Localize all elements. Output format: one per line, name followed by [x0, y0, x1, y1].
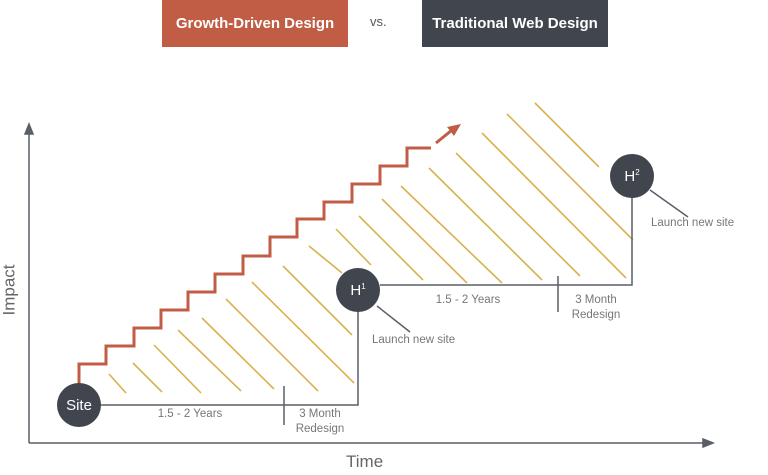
growth-arrow-icon [447, 124, 461, 136]
hatch-line [481, 132, 627, 279]
redesign-label-1-line1: 3 Month [299, 408, 341, 420]
y-axis-label: Impact [0, 264, 19, 316]
redesign-label-2-line1: 3 Month [575, 294, 617, 306]
site-node: Site [57, 383, 101, 427]
h1-label: H [350, 281, 362, 299]
site-node-label: Site [66, 396, 92, 414]
h2-label: H [624, 167, 636, 185]
growth-arrow-shaft [435, 128, 453, 145]
y-axis-arrow-icon [23, 121, 35, 135]
hatch-line [428, 167, 543, 281]
hatch-line [400, 185, 503, 284]
hatch-line [335, 228, 372, 266]
growth-staircase [77, 146, 431, 385]
h1-superscript: 1 [361, 281, 366, 291]
hatch-line [282, 265, 353, 336]
hatch-line [251, 281, 355, 384]
traditional-path-1 [100, 310, 359, 406]
hatch-line [201, 317, 275, 390]
hatch-line [506, 113, 634, 241]
traditional-path-2 [380, 196, 633, 286]
h2-superscript: 2 [635, 167, 640, 177]
redesign-label-2-line2: Redesign [571, 309, 621, 321]
period-label-1: 1.5 - 2 Years [157, 408, 223, 420]
traditional-web-design-label: Traditional Web Design [422, 0, 608, 47]
launch-pointer-1 [376, 305, 411, 333]
hatch-line [534, 102, 600, 168]
hatch-line [132, 362, 163, 393]
x-axis-arrow-icon [702, 437, 716, 449]
hatch-line [108, 373, 127, 394]
hatch-line [455, 152, 581, 277]
hatch-line [381, 198, 468, 284]
hatch-line [153, 344, 202, 394]
hatch-line [308, 245, 343, 274]
launch-pointer-2 [649, 189, 689, 218]
hatch-line [358, 215, 424, 281]
x-axis-label: Time [346, 452, 384, 471]
growth-driven-design-label: Growth-Driven Design [162, 0, 348, 47]
hatch-line [225, 298, 319, 392]
vs-text: vs. [370, 14, 387, 29]
launch-label-1: Launch new site [372, 334, 456, 346]
launch-label-2: Launch new site [651, 217, 735, 229]
period-label-2: 1.5 - 2 Years [435, 294, 501, 306]
redesign-label-1-line2: Redesign [295, 423, 345, 435]
impact-gap-hatching [108, 102, 634, 394]
hatch-line [177, 329, 242, 392]
